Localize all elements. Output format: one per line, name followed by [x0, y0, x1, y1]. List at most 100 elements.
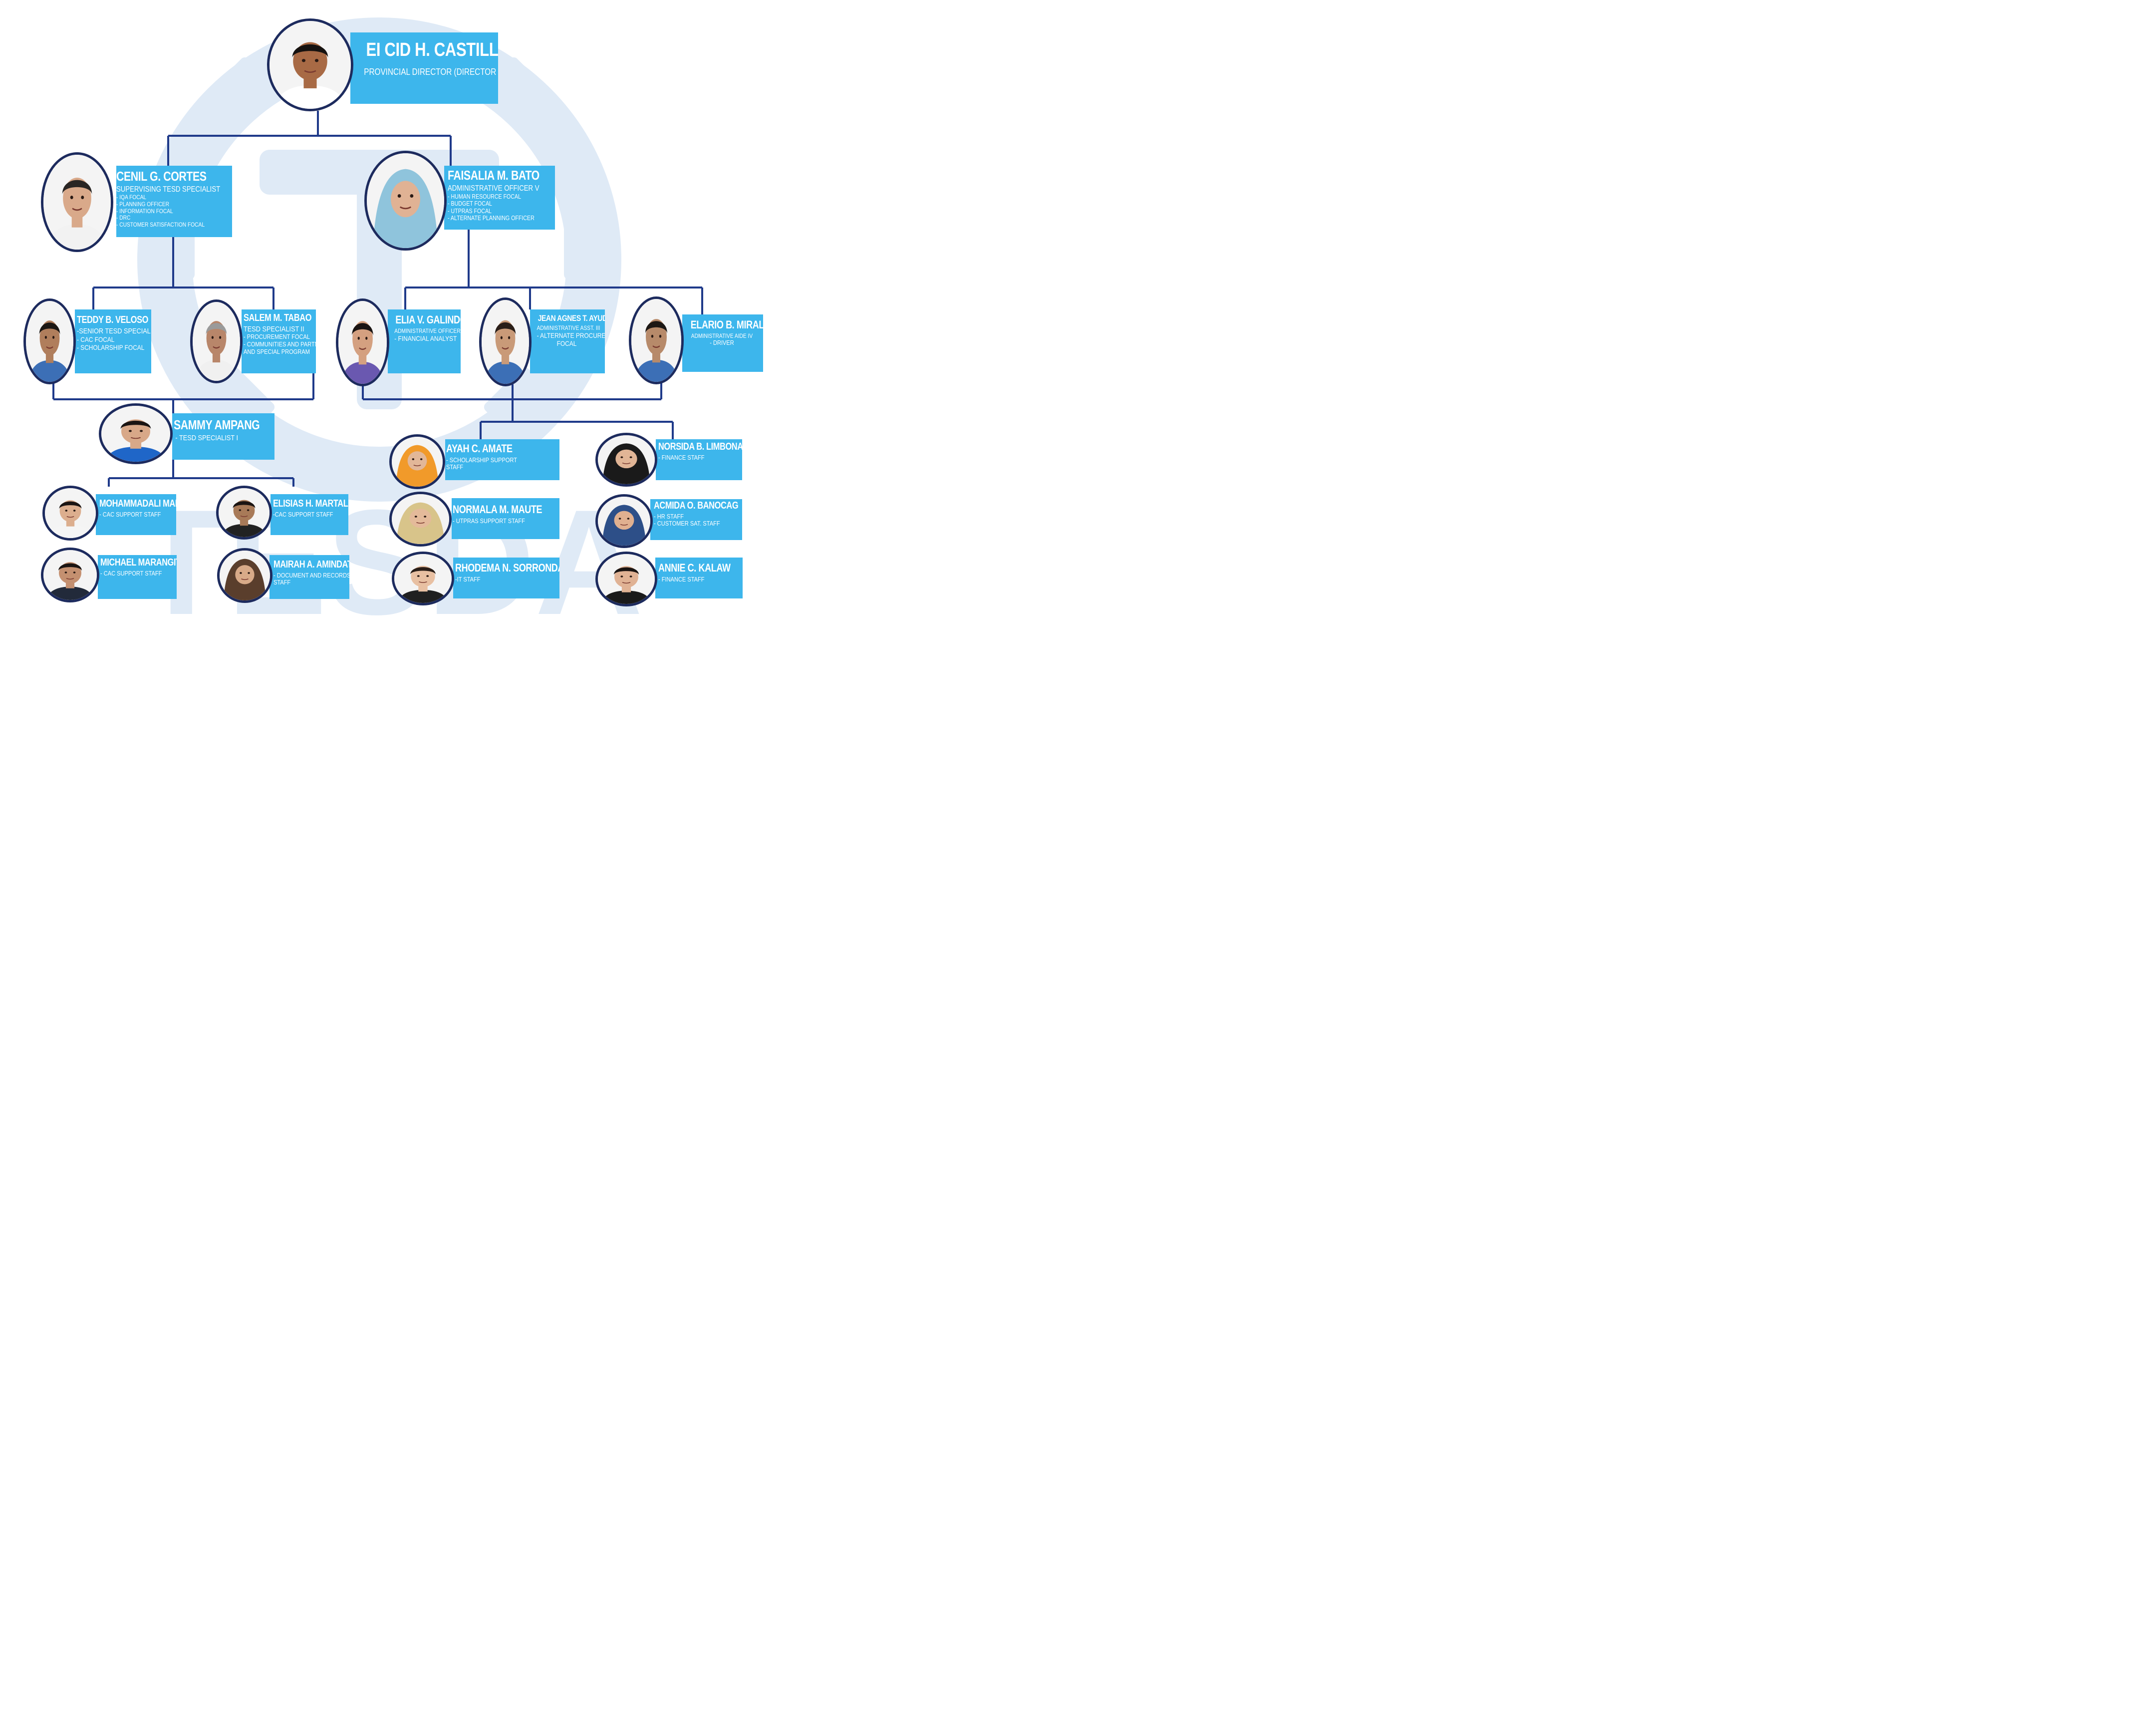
portrait-icon	[392, 437, 443, 487]
person-duty: - PROCUREMENT FOCAL	[244, 333, 310, 340]
person-name: CENIL G. CORTES	[116, 169, 207, 184]
person-card-ayudtud: JEAN AGNES T. AYUDTUDADMINISTRATIVE ASST…	[530, 309, 605, 373]
person-name: MICHAEL MARANGIT	[100, 557, 177, 568]
portrait-icon	[43, 155, 111, 250]
person-photo-ayudtud	[479, 297, 532, 386]
person-photo-sorronda	[392, 552, 454, 605]
portrait-icon	[367, 153, 444, 248]
portrait-icon	[101, 406, 170, 462]
person-photo-banocag	[595, 494, 653, 548]
person-duty: AND SPECIAL PROGRAM	[244, 347, 310, 355]
person-photo-miral	[629, 296, 684, 384]
portrait-icon	[193, 302, 240, 381]
person-name: MOHAMMADALI MALA	[99, 498, 176, 509]
portrait-icon	[338, 301, 387, 384]
person-duty: - CUSTOMER SATISFACTION FOCAL	[116, 221, 205, 229]
person-position: - CAC SUPPORT STAFF	[100, 570, 162, 577]
person-photo-tabao	[190, 299, 243, 383]
person-position: -IT STAFF	[455, 575, 481, 583]
portrait-icon	[45, 488, 96, 538]
person-name: AYAH C. AMATE	[446, 442, 513, 455]
person-photo-martalla	[216, 486, 272, 540]
person-duty: - ALTERNATE PLANNING OFFICER	[448, 215, 535, 222]
person-card-castillo: EI CID H. CASTILLO PROVINCIAL DIRECTOR (D…	[350, 32, 498, 104]
person-name: FAISALIA M. BATO	[448, 168, 539, 183]
person-duty: - COMMUNITIES AND PARTNERSHIP	[244, 340, 316, 348]
person-name: SAMMY AMPANG	[174, 417, 260, 432]
person-duty: - FINANCIAL ANALYST	[394, 334, 457, 342]
portrait-icon	[631, 299, 681, 382]
portrait-icon	[392, 494, 449, 544]
person-position: PROVINCIAL DIRECTOR (DIRECTOR III)	[364, 67, 498, 77]
person-card-martalla: ELISIAS H. MARTALLA-CAC SUPPORT STAFF	[270, 494, 348, 535]
person-position: ADMINISTRATIVE OFFICER V	[448, 184, 539, 193]
person-card-kalaw: ANNIE C. KALAW- FINANCE STAFF	[655, 558, 743, 598]
portrait-icon	[270, 21, 351, 109]
person-position: - DOCUMENT AND RECORDS	[273, 572, 349, 579]
person-name: NORSIDA B. LIMBONA	[658, 441, 742, 452]
person-photo-maute	[389, 492, 452, 547]
person-name: ACMIDA O. BANOCAG	[654, 500, 739, 511]
person-photo-galindo	[336, 298, 389, 386]
person-name: TEDDY B. VELOSO	[77, 314, 149, 325]
person-duty: - INFORMATION FOCAL	[116, 207, 173, 215]
person-position: - FINANCE STAFF	[658, 575, 705, 583]
person-card-veloso: TEDDY B. VELOSO-SENIOR TESD SPECIALIST- …	[75, 309, 151, 373]
person-card-marangit: MICHAEL MARANGIT - CAC SUPPORT STAFF	[98, 555, 177, 599]
person-position: SUPERVISING TESD SPECIALIST	[116, 185, 221, 194]
person-position: -CAC SUPPORT STAFF	[273, 511, 333, 518]
person-duty: FOCAL	[556, 339, 577, 348]
person-duty: - UTPRAS FOCAL	[448, 207, 492, 215]
person-position: - CAC SUPPORT STAFF	[99, 511, 161, 518]
person-photo-bato	[364, 151, 447, 251]
person-duty: - CAC FOCAL	[77, 335, 115, 343]
person-duty: STAFF	[273, 578, 291, 586]
person-position: - HR STAFF	[654, 513, 684, 520]
person-position: - FINANCE STAFF	[658, 454, 705, 461]
person-card-limbona: NORSIDA B. LIMBONA - FINANCE STAFF	[656, 439, 742, 480]
person-photo-castillo	[267, 18, 353, 111]
person-duty: - HUMAN RESOURCE FOCAL	[448, 193, 521, 200]
person-position: - TESD SPECIALIST I	[175, 434, 239, 442]
portrait-icon	[43, 550, 97, 600]
person-photo-kalaw	[595, 552, 657, 606]
portrait-icon	[219, 488, 270, 537]
person-duty: - ALTERNATE PROCUREMENT	[537, 331, 605, 339]
person-name: MAIRAH A. AMINDATO	[273, 559, 349, 570]
person-name: NORMALA M. MAUTE	[453, 503, 542, 516]
portrait-icon	[598, 497, 650, 546]
person-card-mala: MOHAMMADALI MALA - CAC SUPPORT STAFF	[96, 494, 176, 535]
person-name: ELIA V. GALINDO	[395, 313, 461, 326]
person-name: EI CID H. CASTILLO	[366, 39, 498, 60]
person-position: ADMINISTRATIVE ASST. III	[537, 324, 600, 331]
person-duty: - DRC	[116, 214, 131, 222]
portrait-icon	[482, 300, 529, 384]
portrait-icon	[598, 554, 655, 604]
person-photo-mala	[42, 486, 98, 541]
person-duty: - CUSTOMER SAT. STAFF	[654, 520, 720, 527]
person-duty: - SCHOLARSHIP FOCAL	[77, 343, 145, 352]
person-card-sorronda: RHODEMA N. SORRONDA-IT STAFF	[453, 558, 559, 598]
person-card-banocag: ACMIDA O. BANOCAG - HR STAFF- CUSTOMER SA…	[650, 499, 742, 540]
person-duty: - DRIVER	[710, 339, 734, 346]
person-name: RHODEMA N. SORRONDA	[455, 562, 559, 574]
person-photo-cortes	[41, 152, 113, 252]
person-name: ELARIO B. MIRAL	[690, 318, 763, 331]
person-photo-ampang	[99, 403, 173, 464]
person-name: ANNIE C. KALAW	[658, 562, 731, 574]
person-position: - SCHOLARSHIP SUPPORT	[446, 456, 518, 464]
person-duty: - IQA FOCAL	[116, 194, 147, 201]
person-duty: STAFF	[446, 463, 464, 471]
person-photo-limbona	[595, 433, 657, 487]
person-card-ampang: SAMMY AMPANG - TESD SPECIALIST I	[172, 413, 274, 460]
person-position: TESD SPECIALIST II	[244, 325, 304, 333]
portrait-icon	[598, 435, 655, 484]
person-photo-amate	[389, 434, 445, 489]
person-position: -SENIOR TESD SPECIALIST	[77, 327, 151, 335]
